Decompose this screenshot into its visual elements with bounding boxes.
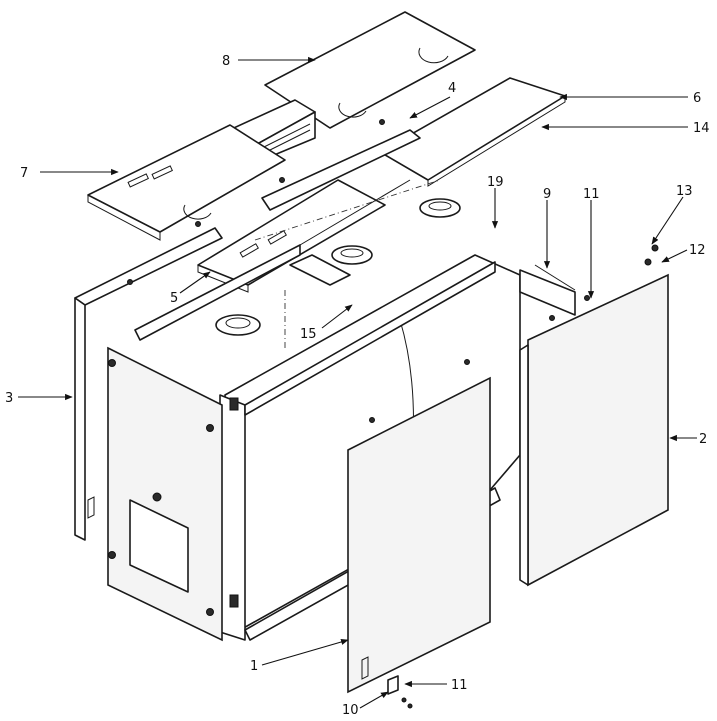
callout-14: 14 (693, 121, 710, 136)
callout-1: 1 (250, 659, 258, 674)
fasteners (127, 119, 659, 709)
callout-7: 7 (20, 166, 28, 181)
callout-13: 13 (676, 184, 693, 199)
callout-10: 10 (342, 703, 359, 718)
callout-8: 8 (222, 54, 230, 69)
top-plate-5 (197, 179, 386, 293)
callout-12: 12 (689, 243, 706, 258)
callout-5: 5 (170, 291, 178, 306)
callout-6: 6 (693, 91, 701, 106)
callout-11-top: 11 (583, 187, 600, 202)
callout-labels: 8 7 4 6 14 5 19 9 11 13 12 3 15 2 1 11 1… (5, 54, 710, 718)
side-top-plate-7 (87, 124, 286, 241)
callout-4: 4 (448, 81, 456, 96)
leader-lines (18, 56, 697, 709)
callout-2: 2 (699, 432, 707, 447)
side-panel-2 (519, 264, 669, 587)
callout-19: 19 (487, 175, 504, 190)
callout-15: 15 (300, 327, 317, 342)
frame-top-rails (134, 129, 421, 341)
side-panel-1 (347, 376, 491, 695)
callout-9: 9 (543, 187, 551, 202)
side-frame-3 (74, 227, 223, 541)
callout-11-bottom: 11 (451, 678, 468, 693)
callout-3: 3 (5, 391, 13, 406)
end-panel (107, 346, 223, 642)
